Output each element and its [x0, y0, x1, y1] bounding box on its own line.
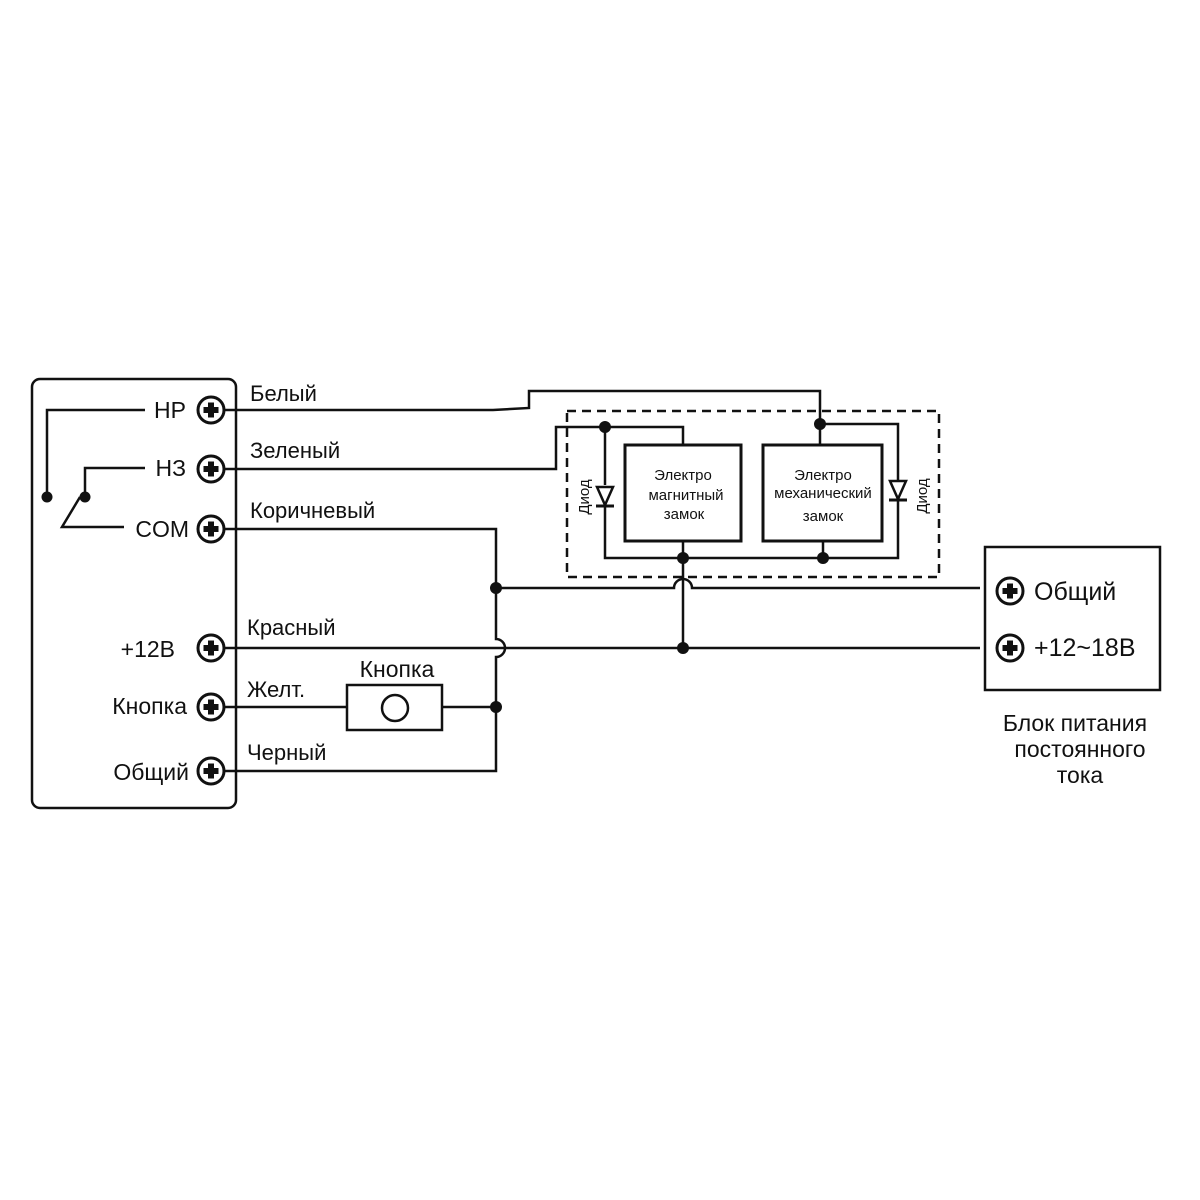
button-label: Кнопка	[360, 656, 435, 682]
terminal-com-icon	[196, 514, 226, 544]
terminal-label-nr: НР	[154, 397, 186, 423]
terminal-label-nz: НЗ	[155, 455, 186, 481]
relay-com-line	[59, 496, 124, 529]
psu-voltage-label: +12~18В	[1034, 634, 1136, 662]
wire-brown	[224, 527, 507, 773]
magnetic-lock	[623, 443, 743, 543]
terminal-label-plus12: +12В	[121, 636, 175, 662]
psu-terminal-plus-icon	[995, 633, 1025, 663]
wire-label-green: Зеленый	[250, 438, 340, 463]
controller-block: НР НЗ COM +12В Кнопка Общий	[30, 377, 238, 810]
terminal-label-button: Кнопка	[112, 693, 187, 719]
diode-right-label: Диод	[914, 478, 931, 514]
wire-label-red: Красный	[247, 615, 336, 640]
relay-nz-line	[83, 466, 145, 497]
magnetic-lock-line1: Электро	[654, 467, 712, 484]
wire-white	[224, 389, 822, 424]
psu-caption-line2: постоянного	[1014, 736, 1145, 762]
psu-common-label: Общий	[1034, 578, 1116, 606]
psu-caption-line1: Блок питания	[1003, 710, 1147, 736]
wire-common-bus	[496, 577, 980, 590]
terminal-button-icon	[196, 692, 226, 722]
magnetic-lock-line3: замок	[664, 506, 705, 523]
relay-nr-contact	[41, 491, 53, 503]
wire-label-black: Черный	[247, 740, 326, 765]
wire-label-yellow: Желт.	[247, 677, 305, 702]
terminal-label-com: COM	[135, 516, 189, 542]
wire-label-brown: Коричневый	[250, 498, 375, 523]
terminal-nz-icon	[196, 454, 226, 484]
diode-left-label: Диод	[576, 479, 593, 515]
mechanical-lock-line1: Электро	[794, 467, 852, 484]
terminal-label-common: Общий	[113, 759, 189, 785]
terminal-plus12-icon	[196, 633, 226, 663]
junction-button	[490, 701, 502, 713]
junction-plus	[677, 642, 689, 654]
power-supply: Общий +12~18В Блок питания постоянного т…	[983, 545, 1162, 788]
mechanical-lock-line2: механический	[774, 485, 872, 502]
junction-bus	[490, 582, 502, 594]
diode-right-icon	[888, 479, 908, 503]
wire-green	[224, 425, 605, 471]
terminal-nr-icon	[196, 395, 226, 425]
magnetic-lock-line2: магнитный	[648, 487, 723, 504]
diode-left-icon	[595, 485, 615, 509]
locks-group: Диод Электро магнитный замок Диод Электр…	[565, 409, 941, 579]
mechanical-lock-line3: замок	[803, 508, 844, 525]
wire-label-white: Белый	[250, 381, 317, 406]
psu-terminal-common-icon	[995, 576, 1025, 606]
terminal-common-icon	[196, 756, 226, 786]
relay-nr-line	[45, 408, 145, 497]
exit-button: Кнопка	[345, 656, 444, 732]
psu-caption-line3: тока	[1057, 762, 1104, 788]
relay-nz-contact	[79, 491, 91, 503]
